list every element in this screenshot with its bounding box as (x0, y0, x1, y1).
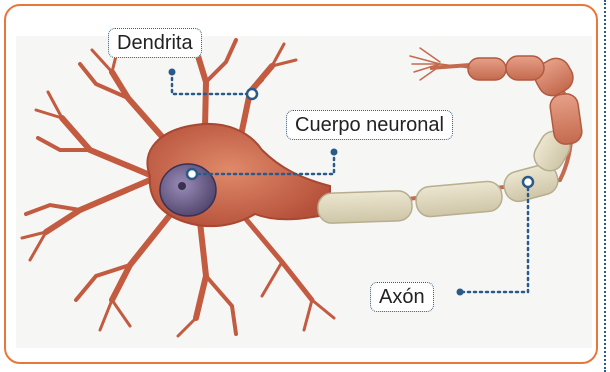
cell-body-label: Cuerpo neuronal (286, 110, 453, 140)
cell-body-pointer-dot (331, 149, 338, 156)
axon-target-ring (523, 177, 533, 187)
dendrite-label: Dendrita (108, 28, 202, 58)
dendrite-target-ring (247, 89, 257, 99)
axon-label: Axón (370, 282, 434, 312)
myelin-sheaths (318, 126, 575, 223)
axon-pointer-dot (457, 289, 464, 296)
nucleolus (178, 182, 186, 190)
dendrite-pointer-dot (169, 69, 176, 76)
axon-terminal-segments (468, 53, 583, 145)
cell-body-target-ring (187, 169, 197, 179)
